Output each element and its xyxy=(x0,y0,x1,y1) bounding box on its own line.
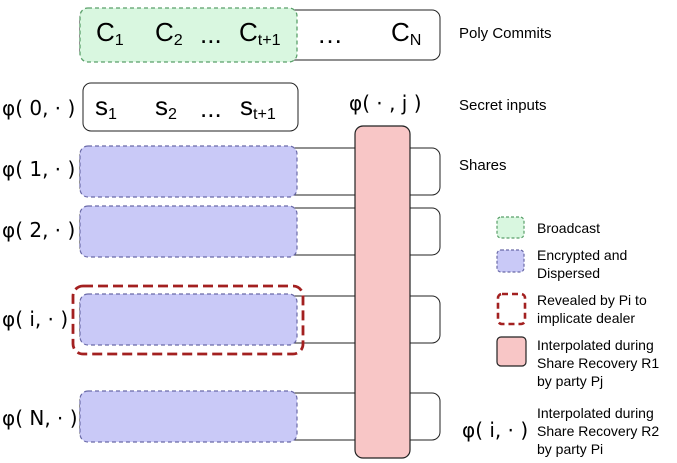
secret-s1: s1 xyxy=(95,91,117,124)
legend-interp2-symbol: φ( i, ⋅ ) xyxy=(462,418,529,442)
shares-label: Shares xyxy=(459,157,507,174)
legend-broadcast-swatch xyxy=(496,216,525,239)
column-j-label: φ( ⋅ , j ) xyxy=(349,91,422,115)
row-label-0: φ( 0, ⋅ ) xyxy=(2,96,76,120)
revealed-frame xyxy=(71,284,305,356)
encrypted-region-2 xyxy=(79,205,298,258)
secret-st1: st+1 xyxy=(240,91,276,124)
legend-revealed-swatch xyxy=(496,292,527,326)
commit-dots: ... xyxy=(200,19,222,49)
legend-interp2-label: Interpolated during Share Recovery R2 by… xyxy=(537,405,660,457)
row-label-1: φ( 1, ⋅ ) xyxy=(2,157,76,181)
legend-broadcast-label: Broadcast xyxy=(537,220,601,236)
commit-c2: C2 xyxy=(155,17,183,50)
broadcast-region xyxy=(79,7,298,63)
row-label-i: φ( i, ⋅ ) xyxy=(2,307,69,331)
column-j-bar xyxy=(354,125,411,459)
encrypted-region-i xyxy=(79,293,298,346)
secret-s2: s2 xyxy=(155,91,177,124)
encrypted-region-n xyxy=(79,390,298,443)
legend-interp1-swatch xyxy=(496,336,527,367)
commit-ct1: Ct+1 xyxy=(239,17,281,50)
encrypted-region-1 xyxy=(79,145,298,198)
secret-inputs-label: Secret inputs xyxy=(459,97,547,114)
poly-commits-label: Poly Commits xyxy=(459,25,552,42)
legend-encrypted-label: Encrypted and Dispersed xyxy=(537,247,628,281)
legend-revealed-label: Revealed by Pi to implicate dealer xyxy=(537,292,647,326)
row-label-2: φ( 2, ⋅ ) xyxy=(2,218,76,242)
commit-c1: C1 xyxy=(96,17,124,50)
legend-interp1-label: Interpolated during Share Recovery R1 by… xyxy=(537,337,660,389)
secret-inputs-box xyxy=(82,82,299,132)
secret-dots: ... xyxy=(200,93,222,123)
row-label-n: φ( N, ⋅ ) xyxy=(2,406,78,430)
commit-cn: CN xyxy=(391,17,422,50)
commit-dots-2: … xyxy=(317,19,343,49)
legend-encrypted-swatch xyxy=(496,249,525,273)
